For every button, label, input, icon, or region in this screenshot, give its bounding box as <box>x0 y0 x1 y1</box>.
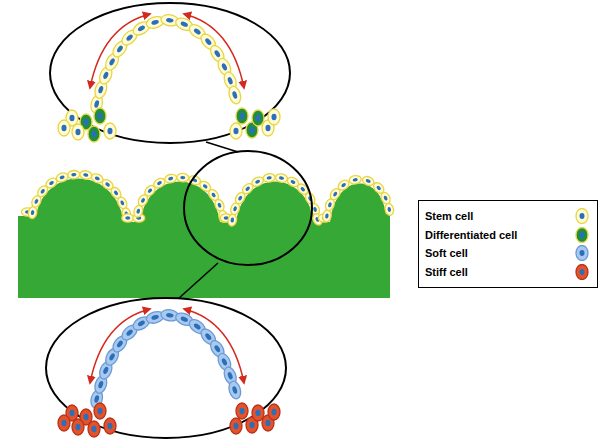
leader-line <box>206 142 238 152</box>
legend-icon <box>571 208 593 224</box>
diff-cell <box>236 108 248 124</box>
migration-arrow <box>90 14 150 88</box>
legend-icon <box>571 227 593 243</box>
stem-cell <box>349 175 362 185</box>
stem-cell <box>176 173 189 182</box>
stem-cell <box>55 171 69 183</box>
zoom-ellipse <box>46 298 286 438</box>
soft-cell <box>227 380 243 400</box>
stiff-cell <box>72 419 84 435</box>
diff-cell <box>94 108 106 124</box>
legend-row: Stem cell <box>425 207 593 226</box>
stiff-cell <box>104 418 116 434</box>
legend-row: Stiff cell <box>425 263 593 282</box>
diff-cell <box>252 110 264 126</box>
stem-cell <box>576 209 588 224</box>
legend-text: Stem cell <box>425 210 473 222</box>
stiff-cell <box>58 415 70 431</box>
stiff-cell <box>230 418 242 434</box>
legend-row: Soft cell <box>425 244 593 263</box>
soft-cell <box>576 246 588 261</box>
stiff-cell <box>268 404 280 420</box>
stem-cell <box>122 214 134 222</box>
stem-cell <box>27 206 38 220</box>
legend-box: Stem cellDifferentiated cellSoft cellSti… <box>418 200 598 288</box>
substrate <box>18 178 390 298</box>
stem-cell <box>58 120 70 136</box>
stem-cell <box>384 203 395 216</box>
stiff-cell <box>88 421 100 437</box>
stem-cell <box>79 170 92 180</box>
stem-cell <box>322 209 333 222</box>
stem-cell <box>227 213 237 226</box>
stiff-cell <box>236 403 248 419</box>
stem-cell <box>72 124 84 140</box>
stem-cell <box>263 173 276 183</box>
legend-text: Stiff cell <box>425 266 468 278</box>
diff-cell <box>576 227 588 242</box>
migration-arrow <box>90 309 150 383</box>
stem-cell <box>230 123 242 139</box>
migration-arrow <box>184 309 244 383</box>
stem-cell <box>164 173 178 184</box>
legend-row: Differentiated cell <box>425 226 593 245</box>
stem-cell <box>67 170 80 179</box>
stiff-cell <box>94 403 106 419</box>
legend-icon <box>571 245 593 261</box>
stem-cell <box>275 173 288 183</box>
legend-icon <box>571 264 593 280</box>
diff-cell <box>88 126 100 142</box>
stiff-cell <box>252 405 264 421</box>
stem-cell <box>104 123 116 139</box>
legend-text: Differentiated cell <box>425 229 517 241</box>
stem-cell <box>268 109 280 125</box>
magnify-circle <box>184 151 312 265</box>
stem-cell <box>250 175 264 188</box>
leader-line <box>178 263 218 299</box>
stem-cell <box>227 85 243 105</box>
legend-text: Soft cell <box>425 247 468 259</box>
zoom-ellipse <box>50 3 290 143</box>
stiff-cell <box>576 264 588 279</box>
migration-arrow <box>184 14 244 88</box>
